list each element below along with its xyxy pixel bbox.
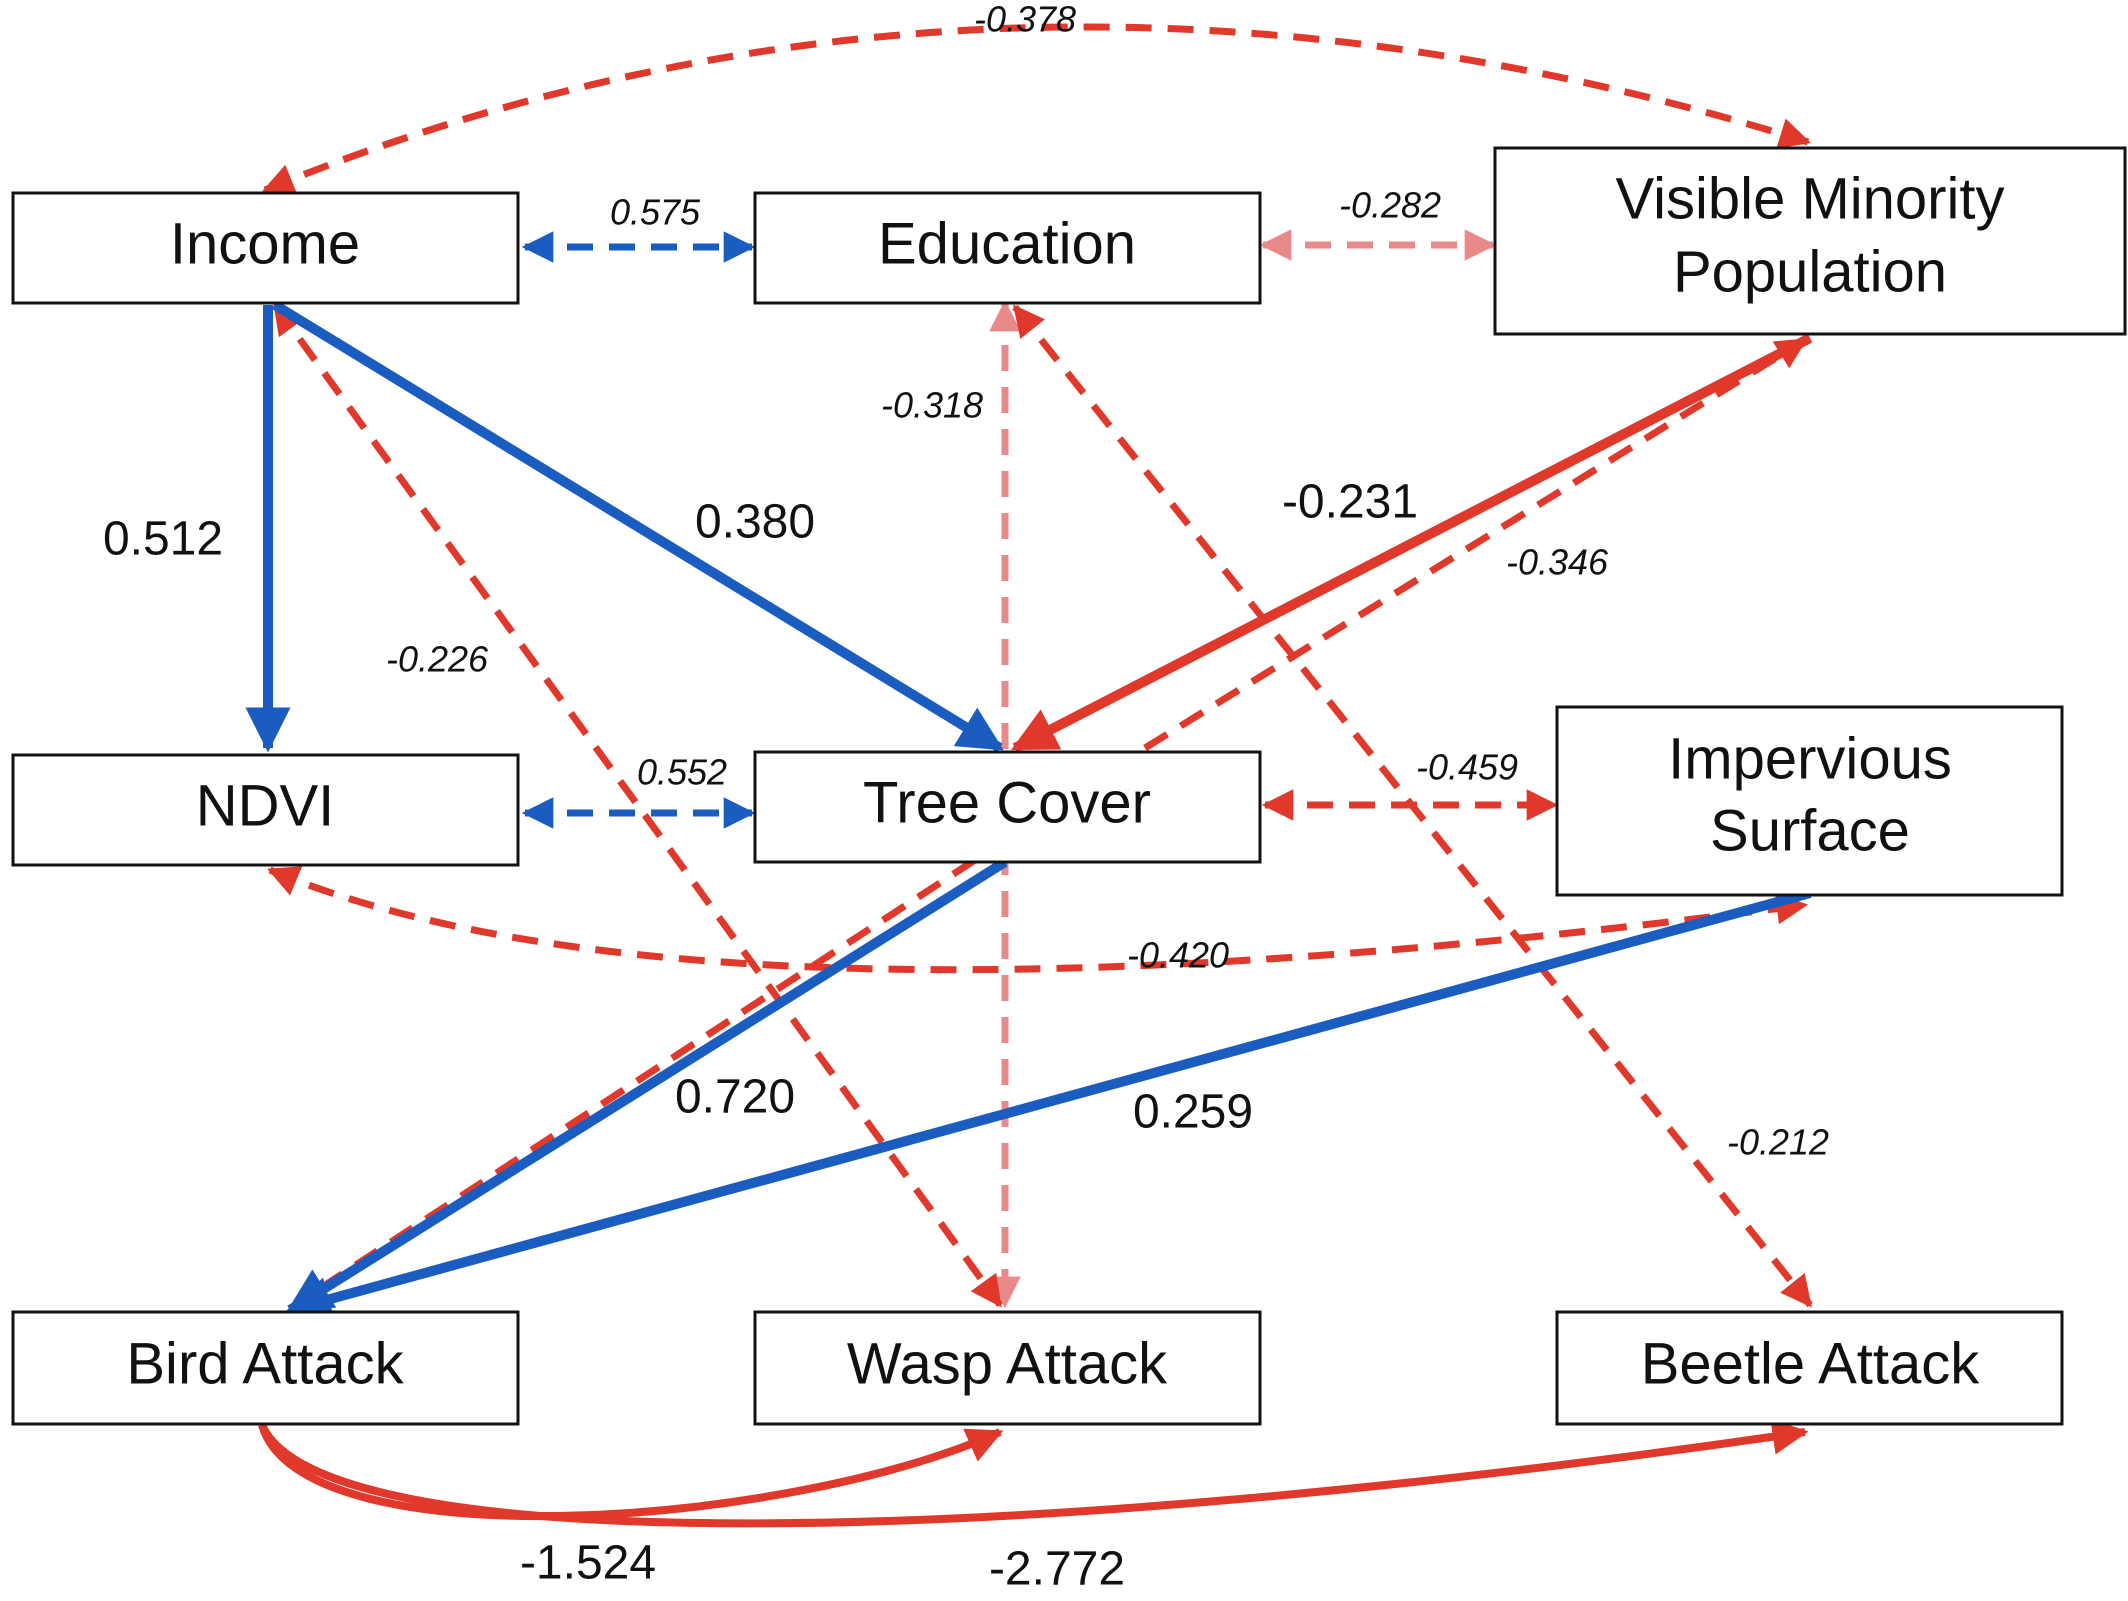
coef-visible-tree: -0.231 xyxy=(1282,476,1418,529)
node-wasp-attack: Wasp Attack xyxy=(753,1310,1262,1426)
path-bird-wasp xyxy=(258,1423,1004,1521)
path-income-tree xyxy=(272,300,1004,753)
path-bird-beetle xyxy=(258,1418,1809,1528)
node-income: Income xyxy=(11,191,520,305)
coef-income-tree: 0.380 xyxy=(695,496,815,549)
corr-income-visible-arc xyxy=(262,23,1812,194)
node-visible-minority-label-1: Visible Minority xyxy=(1616,166,2005,231)
node-bird-attack: Bird Attack xyxy=(11,1310,520,1426)
node-education: Education xyxy=(753,191,1262,305)
coef-bird-wasp: -1.524 xyxy=(520,1537,656,1590)
path-tree-bird xyxy=(286,857,1008,1315)
corr-tree-bird xyxy=(308,857,977,1298)
coef-income-wasp: -0.226 xyxy=(386,639,489,680)
coef-ndvi-tree: 0.552 xyxy=(637,752,727,793)
coef-ndvi-impervious: -0.420 xyxy=(1127,935,1229,976)
node-visible-minority: Visible Minority Population xyxy=(1493,146,2127,336)
coef-tree-impervious: -0.459 xyxy=(1416,747,1518,788)
node-impervious-surface: Impervious Surface xyxy=(1555,705,2064,897)
coef-income-education: 0.575 xyxy=(610,192,701,233)
node-impervious-label-2: Surface xyxy=(1710,798,1910,863)
node-education-label: Education xyxy=(878,211,1136,276)
corr-tree-visible xyxy=(1143,337,1808,751)
coef-bird-beetle: -2.772 xyxy=(989,1543,1125,1596)
node-bird-attack-label: Bird Attack xyxy=(126,1331,404,1396)
node-tree-cover: Tree Cover xyxy=(753,750,1262,864)
coef-tree-visible: -0.346 xyxy=(1506,542,1609,583)
coef-education-beetle: -0.212 xyxy=(1727,1122,1829,1163)
node-impervious-label-1: Impervious xyxy=(1668,726,1952,791)
coef-education-visible: -0.282 xyxy=(1339,185,1441,226)
path-visible-tree xyxy=(1011,333,1813,753)
node-tree-cover-label: Tree Cover xyxy=(863,770,1151,835)
node-income-label: Income xyxy=(170,211,360,276)
corr-ndvi-impervious-arc xyxy=(267,866,1809,974)
node-ndvi: NDVI xyxy=(11,753,520,867)
coef-income-visible: -0.378 xyxy=(974,0,1076,40)
coef-tree-bird: 0.720 xyxy=(675,1071,795,1124)
node-wasp-attack-label: Wasp Attack xyxy=(847,1331,1168,1396)
corr-income-wasp xyxy=(272,302,1003,1308)
path-impervious-bird xyxy=(285,888,1812,1321)
node-beetle-attack-label: Beetle Attack xyxy=(1641,1331,1981,1396)
coef-income-ndvi: 0.512 xyxy=(103,513,223,566)
node-beetle-attack: Beetle Attack xyxy=(1555,1310,2064,1426)
node-ndvi-label: NDVI xyxy=(196,773,335,838)
coef-impervious-bird: 0.259 xyxy=(1133,1086,1253,1139)
coef-education-tree: -0.318 xyxy=(881,385,983,426)
node-visible-minority-label-2: Population xyxy=(1673,239,1947,304)
